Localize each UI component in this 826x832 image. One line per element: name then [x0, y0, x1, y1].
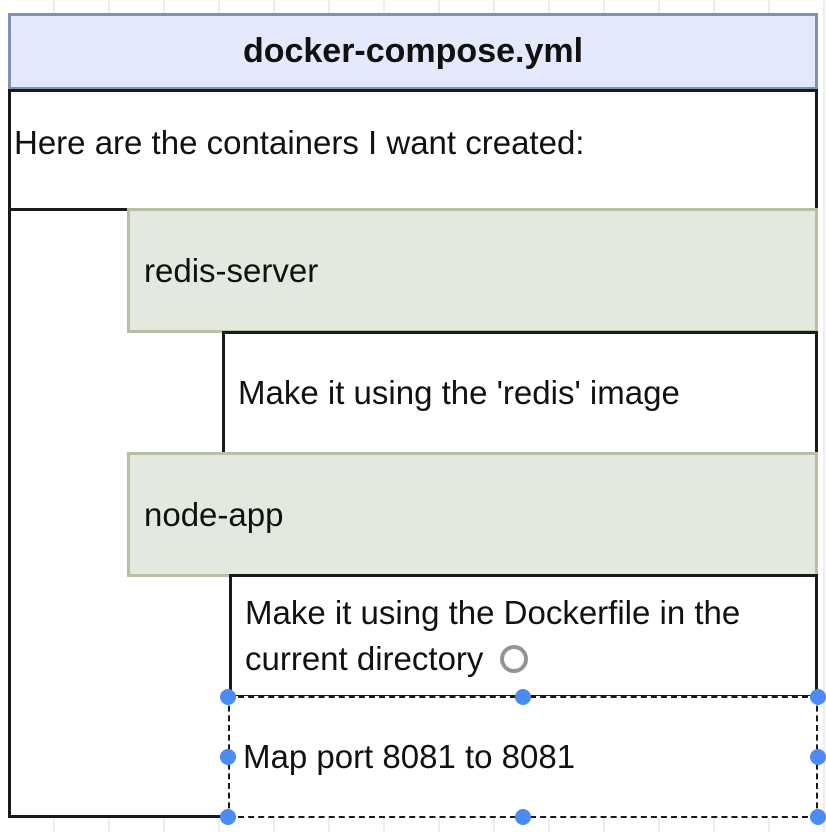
- selection-handle-top-left[interactable]: [220, 689, 236, 705]
- node-node-app-label: node-app: [144, 495, 284, 533]
- row-divider-line: [8, 208, 130, 211]
- selection-handle-bottom-left[interactable]: [220, 809, 236, 825]
- root-text: Here are the containers I want created:: [14, 124, 585, 161]
- selection-handle-middle-right[interactable]: [810, 749, 826, 765]
- selection-handle-middle-left[interactable]: [220, 749, 236, 765]
- node-redis-image-label: Make it using the 'redis' image: [238, 374, 680, 411]
- root-container-bottom-border: [8, 815, 232, 818]
- node-node-app[interactable]: node-app: [127, 452, 818, 577]
- selection-handle-bottom-right[interactable]: [810, 809, 826, 825]
- node-redis-server-label: redis-server: [144, 251, 319, 289]
- click-cursor-icon: [500, 645, 528, 673]
- node-map-port[interactable]: Map port 8081 to 8081: [228, 696, 818, 818]
- selection-handle-top-right[interactable]: [810, 689, 826, 705]
- selection-handle-bottom-middle[interactable]: [515, 809, 531, 825]
- node-redis-server[interactable]: redis-server: [127, 208, 818, 333]
- selection-handle-top-middle[interactable]: [515, 689, 531, 705]
- node-map-port-label: Map port 8081 to 8081: [243, 738, 576, 775]
- node-dockerfile-label: Make it using the Dockerfile in the curr…: [245, 593, 741, 677]
- node-redis-image[interactable]: Make it using the 'redis' image: [222, 331, 818, 455]
- title-bar[interactable]: docker-compose.yml: [8, 13, 818, 90]
- node-dockerfile[interactable]: Make it using the Dockerfile in the curr…: [229, 574, 818, 698]
- title-label: docker-compose.yml: [242, 32, 584, 70]
